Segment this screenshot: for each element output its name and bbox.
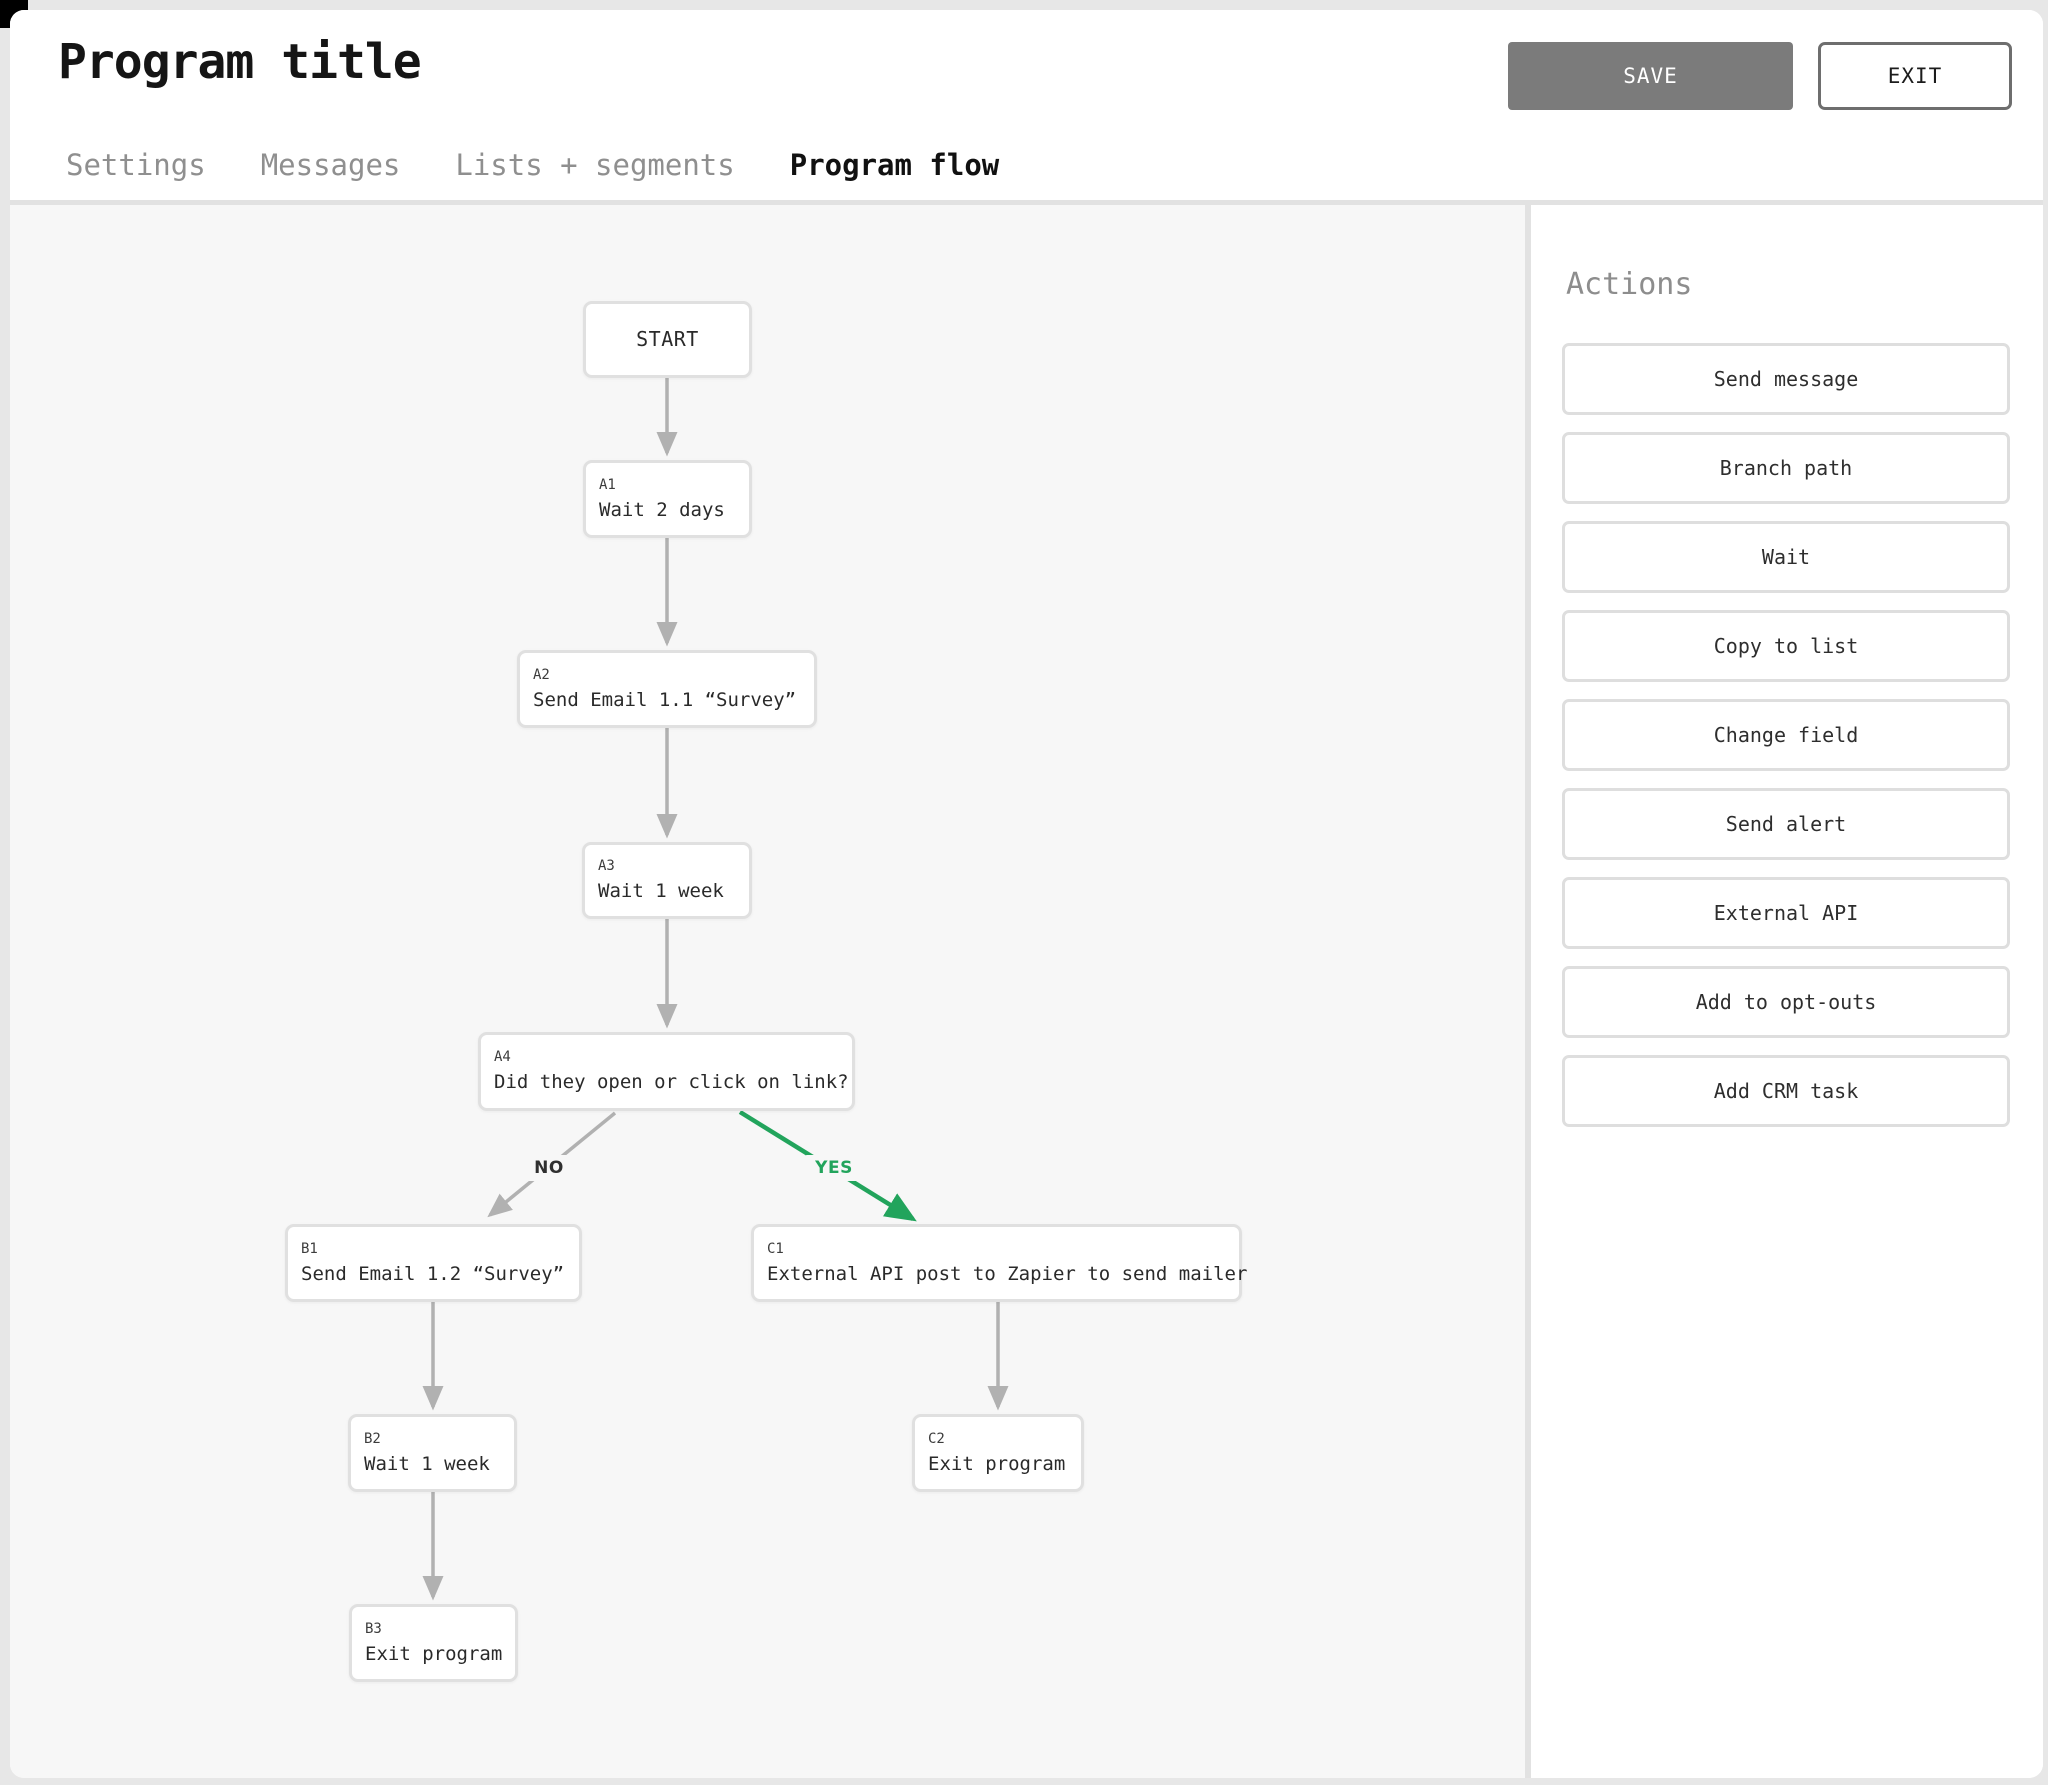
header: Program title Settings Messages Lists + … (10, 10, 2043, 205)
action-change-field[interactable]: Change field (1562, 699, 2010, 771)
action-add-crm-task[interactable]: Add CRM task (1562, 1055, 2010, 1127)
node-text: External API post to Zapier to send mail… (767, 1262, 1248, 1285)
actions-list: Send message Branch path Wait Copy to li… (1531, 343, 2043, 1127)
flow-node-c1[interactable]: C1 External API post to Zapier to send m… (751, 1224, 1248, 1302)
node-tag: A3 (598, 858, 615, 875)
action-external-api[interactable]: External API (1562, 877, 2010, 949)
node-text: START (636, 327, 699, 351)
flow-node-c2[interactable]: C2 Exit program (912, 1414, 1084, 1492)
flow-node-a4[interactable]: A4 Did they open or click on link? (478, 1032, 855, 1111)
flow-node-a2[interactable]: A2 Send Email 1.1 “Survey” (517, 650, 817, 728)
node-tag: B3 (365, 1620, 382, 1637)
flow-node-b2[interactable]: B2 Wait 1 week (348, 1414, 517, 1492)
actions-title: Actions (1566, 267, 1693, 302)
branch-label-yes: YES (806, 1155, 862, 1181)
content-row: NO YES START A1 Wait 2 days A2 Send Emai… (10, 205, 2043, 1778)
tab-messages[interactable]: Messages (260, 148, 401, 182)
flow-node-b1[interactable]: B1 Send Email 1.2 “Survey” (285, 1224, 582, 1302)
flow-node-start[interactable]: START (583, 301, 752, 378)
tab-bar: Settings Messages Lists + segments Progr… (66, 148, 999, 182)
tab-lists-segments[interactable]: Lists + segments (455, 148, 735, 182)
node-tag: A2 (533, 666, 550, 683)
flow-node-a1[interactable]: A1 Wait 2 days (583, 460, 752, 538)
node-tag: B1 (301, 1240, 318, 1257)
node-tag: C1 (767, 1240, 784, 1257)
node-text: Exit program (365, 1642, 503, 1665)
node-tag: A1 (599, 476, 616, 493)
action-add-to-opt-outs[interactable]: Add to opt-outs (1562, 966, 2010, 1038)
node-tag: A4 (494, 1049, 511, 1066)
flow-edges (422, 378, 1009, 1601)
node-text: Wait 1 week (598, 880, 724, 903)
app-window: Program title Settings Messages Lists + … (10, 10, 2043, 1778)
actions-sidebar: Actions Send message Branch path Wait Co… (1531, 205, 2043, 1778)
exit-button[interactable]: EXIT (1818, 42, 2012, 110)
node-tag: B2 (364, 1430, 381, 1447)
save-button[interactable]: SAVE (1508, 42, 1793, 110)
action-send-alert[interactable]: Send alert (1562, 788, 2010, 860)
branch-label-no: NO (525, 1155, 573, 1181)
action-wait[interactable]: Wait (1562, 521, 2010, 593)
node-text: Send Email 1.2 “Survey” (301, 1262, 565, 1285)
page-title: Program title (58, 34, 422, 90)
tab-settings[interactable]: Settings (66, 148, 206, 182)
flow-canvas[interactable]: NO YES START A1 Wait 2 days A2 Send Emai… (10, 205, 1531, 1778)
node-text: Wait 1 week (364, 1452, 490, 1475)
node-text: Send Email 1.1 “Survey” (533, 688, 797, 711)
node-text: Did they open or click on link? (494, 1071, 849, 1094)
action-branch-path[interactable]: Branch path (1562, 432, 2010, 504)
tab-program-flow[interactable]: Program flow (789, 148, 1000, 182)
node-text: Exit program (928, 1452, 1066, 1475)
flow-node-b3[interactable]: B3 Exit program (349, 1604, 518, 1682)
action-send-message[interactable]: Send message (1562, 343, 2010, 415)
action-copy-to-list[interactable]: Copy to list (1562, 610, 2010, 682)
node-tag: C2 (928, 1430, 945, 1447)
node-text: Wait 2 days (599, 498, 725, 521)
flow-node-a3[interactable]: A3 Wait 1 week (582, 842, 752, 919)
